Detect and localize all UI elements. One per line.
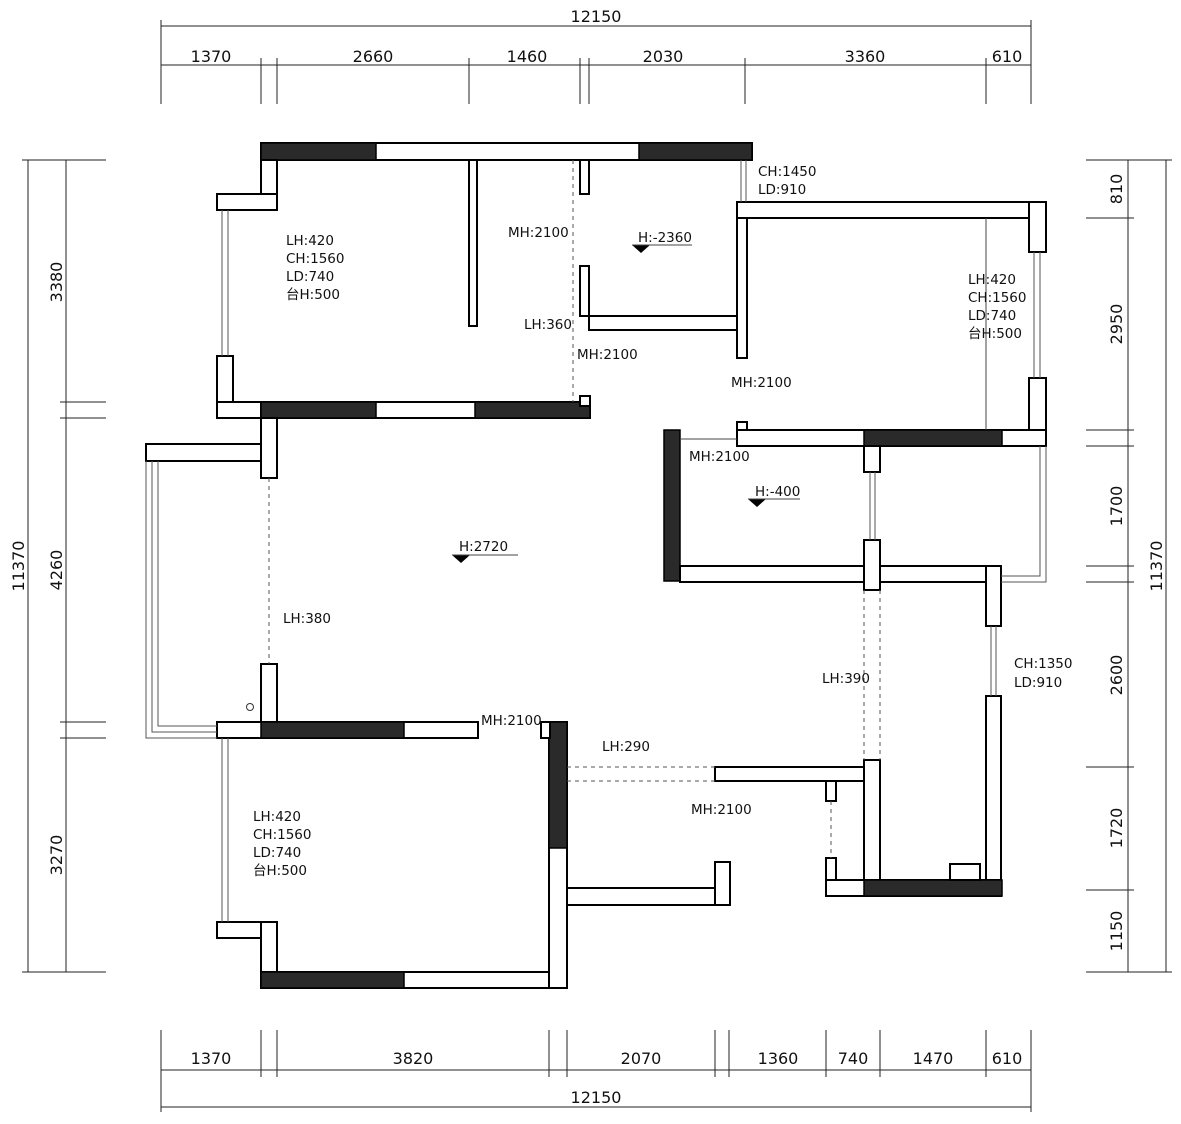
annotation: CH:1560 [968,290,1026,306]
annotation: LH:420 [286,233,334,249]
dim-left-seg: 3380 [47,262,66,303]
openings [268,160,881,858]
annotation: LD:740 [253,845,301,861]
dim-bottom-total: 12150 [571,1088,622,1107]
dim-right-seg: 2600 [1107,655,1126,696]
annotation: MH:2100 [508,225,569,241]
annotation: MH:2100 [689,449,750,465]
annotations: CH:1450 LD:910 MH:2100 H:-2360 LH:420 CH… [253,164,1072,879]
annotation: H:-2360 [638,230,692,246]
annotation: CH:1350 [1014,656,1072,672]
annotation: LH:380 [283,611,331,627]
annotation: 台H:500 [253,863,307,879]
annotation: LD:740 [286,269,334,285]
level-marker-icon [748,499,766,507]
level-marker-icon [632,245,650,253]
drain-icon [246,703,254,711]
annotation: CH:1450 [758,164,816,180]
dim-left-total: 11370 [9,541,28,592]
windows [145,160,1047,922]
annotation: MH:2100 [577,347,638,363]
dim-bottom-seg: 740 [838,1049,869,1068]
walls [145,142,1047,989]
dimension-lines [22,20,1172,1112]
annotation: LH:290 [602,739,650,755]
annotation: LH:360 [524,317,572,333]
annotation: 台H:500 [968,326,1022,342]
dim-right-seg: 810 [1107,174,1126,205]
annotation: 台H:500 [286,287,340,303]
annotation: LD:910 [1014,675,1062,691]
annotation: LH:420 [968,272,1016,288]
annotation: H:2720 [459,539,508,555]
dim-left-seg: 4260 [47,550,66,591]
dim-left-seg: 3270 [47,835,66,876]
dim-right-seg: 1150 [1107,911,1126,952]
dim-right-seg: 1700 [1107,486,1126,527]
annotation: MH:2100 [691,802,752,818]
annotation: MH:2100 [481,713,542,729]
dim-top-seg: 3360 [845,47,886,66]
dim-bottom-seg: 1470 [913,1049,954,1068]
dim-bottom-seg: 1360 [758,1049,799,1068]
annotation: CH:1560 [253,827,311,843]
dim-right-total: 11370 [1147,541,1166,592]
dim-right-seg: 2950 [1107,304,1126,345]
level-markers [246,244,800,711]
dim-top-seg: 2660 [353,47,394,66]
annotation: MH:2100 [731,375,792,391]
annotation: LD:740 [968,308,1016,324]
dimension-labels: 12150 1370 2660 1460 2030 3360 610 12150… [9,7,1166,1107]
dim-bottom-seg: 3820 [393,1049,434,1068]
dim-top-seg: 1460 [507,47,548,66]
annotation: LH:390 [822,671,870,687]
dim-bottom-seg: 1370 [191,1049,232,1068]
dim-top-seg: 2030 [643,47,684,66]
dim-right-seg: 1720 [1107,808,1126,849]
dim-top-total: 12150 [571,7,622,26]
dim-bottom-seg: 2070 [621,1049,662,1068]
dim-bottom-seg: 610 [992,1049,1023,1068]
dim-top-seg: 610 [992,47,1023,66]
annotation: LH:420 [253,809,301,825]
dim-top-seg: 1370 [191,47,232,66]
level-marker-icon [452,555,470,563]
annotation: LD:910 [758,182,806,198]
annotation: CH:1560 [286,251,344,267]
annotation: H:-400 [755,484,800,500]
